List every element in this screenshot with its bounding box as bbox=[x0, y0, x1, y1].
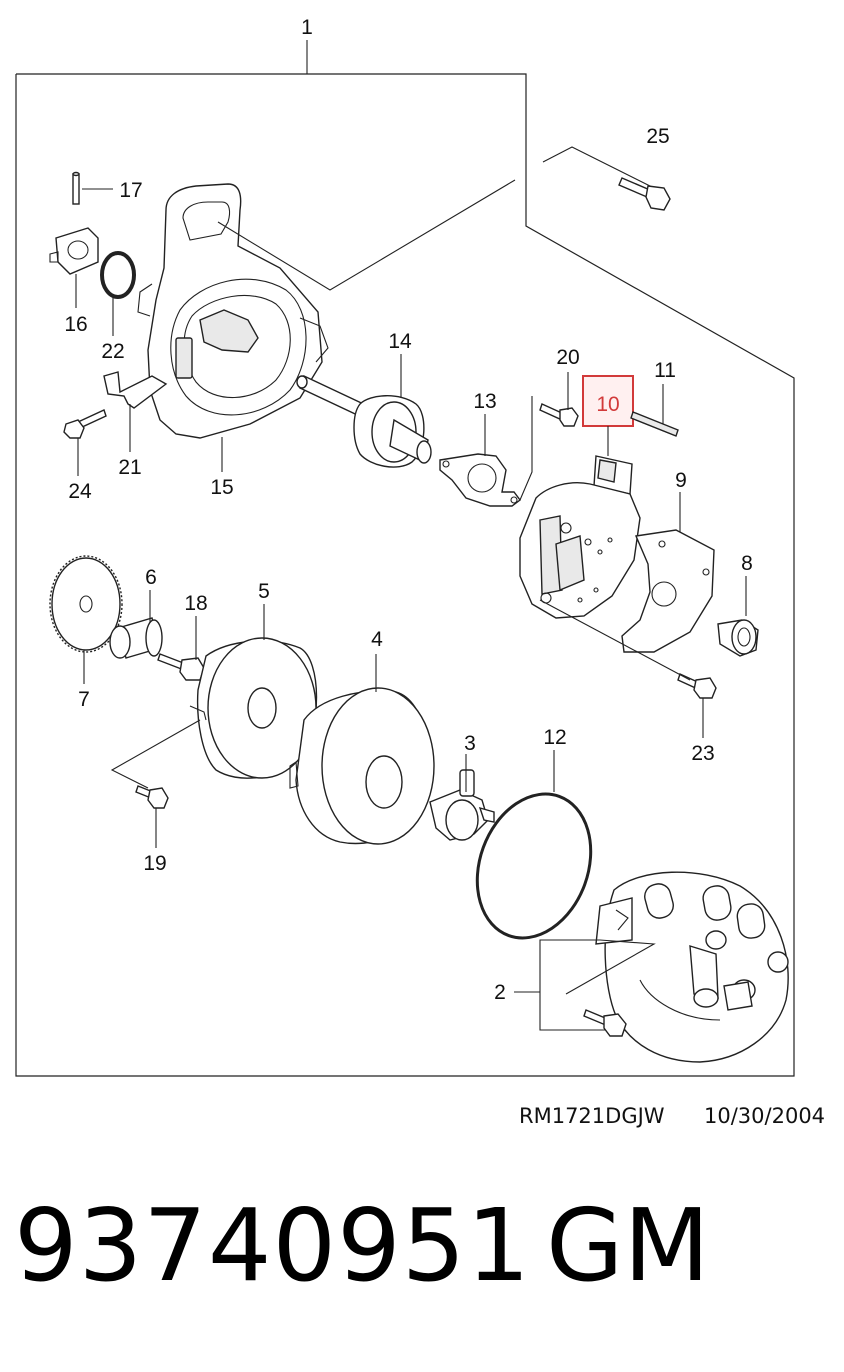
bushing-8 bbox=[717, 619, 759, 657]
leader-19-bracket bbox=[110, 719, 201, 789]
bolt-25 bbox=[618, 177, 671, 211]
leader-2-cap bbox=[565, 939, 656, 995]
screw-19 bbox=[135, 785, 169, 809]
callout-10-highlight-box bbox=[582, 375, 634, 427]
callout-6: 6 bbox=[145, 566, 157, 589]
rotor-6 bbox=[109, 617, 163, 659]
screw-23 bbox=[677, 673, 717, 699]
disc-7 bbox=[49, 555, 123, 653]
bracket-21 bbox=[103, 371, 168, 409]
drawing-reference-code: RM1721DGJW bbox=[519, 1104, 665, 1128]
screw-18 bbox=[157, 653, 205, 681]
callout-1: 1 bbox=[301, 16, 313, 39]
part-number-caption: 93740951 bbox=[14, 1187, 531, 1304]
callout-24: 24 bbox=[68, 480, 92, 503]
cover-5 bbox=[189, 637, 318, 779]
callout-labels: 1 2 3 4 5 6 7 8 9 10 11 12 13 14 15 16 1… bbox=[64, 16, 753, 1004]
callout-4: 4 bbox=[371, 628, 383, 651]
callout-15: 15 bbox=[210, 476, 233, 499]
callout-3: 3 bbox=[464, 732, 476, 755]
leader-25 bbox=[542, 146, 653, 188]
callout-21: 21 bbox=[118, 456, 141, 479]
callout-23: 23 bbox=[691, 742, 714, 765]
callout-12: 12 bbox=[543, 726, 566, 749]
callout-2: 2 bbox=[494, 981, 506, 1004]
rotor-3 bbox=[429, 769, 495, 841]
o-ring-12 bbox=[475, 792, 593, 940]
leader-13-frame bbox=[519, 396, 533, 501]
shaft-14 bbox=[296, 375, 432, 468]
callout-13: 13 bbox=[473, 390, 496, 413]
callout-14: 14 bbox=[388, 330, 412, 353]
callout-5: 5 bbox=[258, 580, 270, 603]
callout-22: 22 bbox=[101, 340, 124, 363]
callout-18: 18 bbox=[184, 592, 207, 615]
screw-20 bbox=[539, 403, 579, 427]
callout-20: 20 bbox=[556, 346, 579, 369]
callout-7: 7 bbox=[78, 688, 90, 711]
coupling-16 bbox=[49, 227, 99, 275]
callout-9: 9 bbox=[675, 469, 687, 492]
screw-2 bbox=[583, 1009, 627, 1037]
callout-11: 11 bbox=[654, 359, 676, 382]
shield-9 bbox=[621, 529, 715, 653]
callout-10: 10 bbox=[596, 393, 619, 416]
drawing-date: 10/30/2004 bbox=[704, 1104, 826, 1128]
pin-17 bbox=[72, 171, 80, 205]
leader-2-bracket-b bbox=[539, 992, 608, 1031]
screw-24 bbox=[63, 409, 107, 439]
callout-8: 8 bbox=[741, 552, 753, 575]
distributor-cap-2 bbox=[595, 871, 789, 1063]
callout-19: 19 bbox=[143, 852, 166, 875]
leader-housing-frame bbox=[217, 179, 516, 291]
callout-17: 17 bbox=[119, 179, 142, 202]
housing-4 bbox=[289, 687, 435, 845]
assembly-frame bbox=[15, 73, 795, 1077]
leader-2-bracket bbox=[539, 939, 600, 992]
strip-11 bbox=[630, 411, 679, 437]
callout-25: 25 bbox=[646, 125, 669, 148]
o-ring-22 bbox=[100, 251, 136, 299]
callout-16: 16 bbox=[64, 313, 87, 336]
gasket-13 bbox=[439, 453, 521, 507]
sensor-plate bbox=[519, 482, 641, 619]
brand-caption: GM bbox=[546, 1187, 710, 1304]
leader-23 bbox=[539, 599, 691, 681]
distributor-housing-15 bbox=[137, 183, 329, 439]
